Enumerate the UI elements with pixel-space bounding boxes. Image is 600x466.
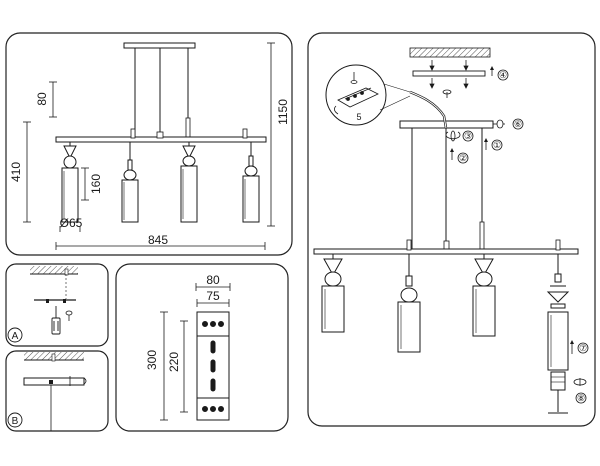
light-bar xyxy=(313,248,579,255)
rotate-arrow-icon xyxy=(445,131,461,140)
step-7-badge xyxy=(577,342,589,354)
bracket-inner-height: 220 xyxy=(167,352,181,372)
bracket-inner-width: 75 xyxy=(206,289,220,303)
step-7-label: ⑦ xyxy=(579,343,587,353)
down-arrows xyxy=(429,78,469,89)
step-1-badge xyxy=(491,139,503,151)
step-6-label: ⑥ xyxy=(514,119,522,129)
step-6-badge xyxy=(512,118,524,130)
dim-height-total: 1150 xyxy=(276,99,290,125)
dim-shade-height: 410 xyxy=(9,162,23,182)
pendant-shade xyxy=(121,142,139,223)
step-8-badge xyxy=(575,392,587,404)
mounting-plate xyxy=(196,311,230,421)
terminal-block-icon xyxy=(334,72,379,115)
pendant-shade xyxy=(242,142,260,223)
pendant-shade xyxy=(180,142,198,223)
step-4-badge xyxy=(497,69,509,81)
dim-bottle-diameter: Ø65 xyxy=(60,216,83,230)
pendant-shade xyxy=(472,254,496,337)
dimension-lines xyxy=(23,42,275,250)
dimensions-panel xyxy=(5,32,293,256)
step-2-label: ② xyxy=(459,153,467,163)
step-8-label: ⑧ xyxy=(577,393,585,403)
ceiling-bracket xyxy=(412,70,486,77)
screw-icon xyxy=(65,310,73,321)
inset-step-label: 5 xyxy=(356,112,361,122)
step-1-label: ① xyxy=(493,140,501,150)
rotate-arrow-icon xyxy=(83,377,87,385)
step-4-label: ④ xyxy=(499,70,507,80)
step-b-badge xyxy=(7,412,23,428)
step-2-badge xyxy=(457,152,469,164)
step-a-label: A xyxy=(12,331,19,342)
step-a-panel xyxy=(5,263,109,347)
bracket-dimension-lines xyxy=(160,283,231,421)
ceiling-hatch xyxy=(409,47,491,58)
step-a-badge xyxy=(7,327,23,343)
dim-bar-width: 845 xyxy=(148,233,168,247)
pendant-shade xyxy=(61,142,79,223)
step-b-label: B xyxy=(12,416,19,427)
pendant-shade xyxy=(321,254,345,333)
assembly-panel xyxy=(307,32,596,427)
step-b-panel xyxy=(5,350,109,432)
nut-icon xyxy=(496,119,504,129)
ceiling-hatch xyxy=(30,266,78,274)
dim-canopy-gap: 80 xyxy=(35,92,49,106)
bracket-height: 300 xyxy=(145,350,159,370)
step-3-label: ③ xyxy=(464,131,472,141)
dim-bottle-height: 160 xyxy=(89,174,103,194)
canopy xyxy=(123,42,196,49)
canopy-attached xyxy=(23,377,85,386)
step-3-badge xyxy=(462,130,474,142)
bracket-outer-width: 80 xyxy=(206,273,220,287)
bracket-panel xyxy=(115,263,289,432)
screwdriver-icon xyxy=(51,306,61,335)
screw-icon xyxy=(429,60,469,71)
pendant-shade xyxy=(397,254,421,353)
pendant-shade-exploded xyxy=(546,254,570,414)
